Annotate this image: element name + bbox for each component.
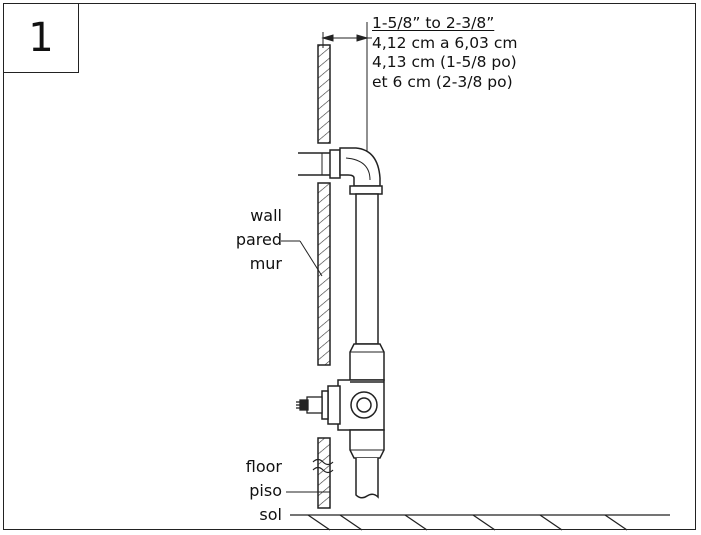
wall-label-fr: mur <box>249 254 282 273</box>
wall-upper <box>317 44 331 144</box>
diagram-frame <box>3 3 696 530</box>
wall-label-es: pared <box>235 230 282 249</box>
dimension-line-4: et 6 cm (2-3/8 po) <box>372 72 513 91</box>
vertical-pipe <box>349 193 385 381</box>
dimension-text: 1-5/8” to 2-3/8” 4,12 cm a 6,03 cm 4,13 … <box>372 14 517 92</box>
valve-stem <box>296 396 323 414</box>
horizontal-pipe <box>298 149 341 179</box>
floor-label-fr: sol <box>259 505 282 524</box>
dimension-lines <box>321 22 372 170</box>
dimension-line-2: 4,12 cm a 6,03 cm <box>372 33 518 52</box>
valve-body <box>321 379 385 431</box>
floor-line <box>290 514 670 531</box>
wall-lower <box>312 437 334 509</box>
elbow-fitting <box>339 147 383 195</box>
wall-middle <box>317 182 331 366</box>
dimension-line-3: 4,13 cm (1-5/8 po) <box>372 53 517 71</box>
lower-pipe <box>349 429 385 499</box>
wall-label-en: wall <box>250 206 282 225</box>
step-box: 1 <box>3 3 79 73</box>
step-number: 1 <box>28 15 54 61</box>
dimension-line-1: 1-5/8” to 2-3/8” <box>372 14 495 32</box>
floor-label-en: floor <box>245 457 282 476</box>
floor-label-es: piso <box>249 481 282 500</box>
leader-lines <box>281 240 330 493</box>
